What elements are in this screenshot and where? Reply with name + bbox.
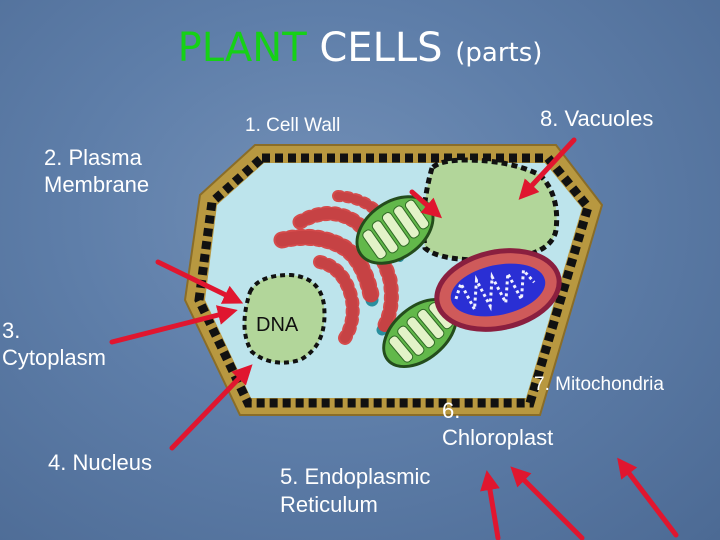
title-accent: PLANT: [177, 25, 307, 71]
mitochondrion: [434, 248, 562, 332]
label-mitochondria: 7. Mitochondria: [534, 374, 664, 395]
nucleus: [242, 272, 327, 365]
arrow-cell-wall: [409, 189, 443, 219]
slide-title: PLANT CELLS (parts): [0, 22, 720, 79]
vacuole: [421, 157, 560, 263]
arrow-plasma-membrane: [155, 259, 244, 304]
arrow-chloroplast: [510, 466, 585, 540]
arrow-nucleus: [169, 364, 253, 451]
label-er-line2: Reticulum: [280, 492, 378, 517]
label-nucleus: 4. Nucleus: [48, 450, 152, 475]
label-chloroplast-line1: 6.: [442, 398, 461, 423]
label-vacuoles: 8. Vacuoles: [540, 106, 654, 131]
label-er-line1: 5. Endoplasmic: [280, 464, 431, 489]
label-plasma-membrane-line1: 2. Plasma: [44, 145, 142, 170]
label-cell-wall: 1. Cell Wall: [245, 115, 341, 136]
arrow-mitochondria: [617, 457, 679, 538]
plasma-membrane: [194, 153, 593, 408]
label-plasma-membrane-line2: Membrane: [44, 172, 150, 197]
arrow-cytoplasm: [109, 305, 238, 345]
label-chloroplast-line2: Chloroplast: [442, 425, 554, 450]
title-sub: (parts): [455, 38, 543, 68]
label-dna: DNA: [256, 314, 299, 336]
title-main: CELLS: [319, 25, 443, 71]
arrow-vacuoles: [518, 137, 577, 200]
chloroplast-bottom: [382, 297, 458, 369]
label-cytoplasm-line1: 3.: [2, 318, 21, 343]
label-cytoplasm-line2: Cytoplasm: [2, 345, 106, 370]
arrow-endoplasmic-reticulum: [480, 470, 501, 540]
